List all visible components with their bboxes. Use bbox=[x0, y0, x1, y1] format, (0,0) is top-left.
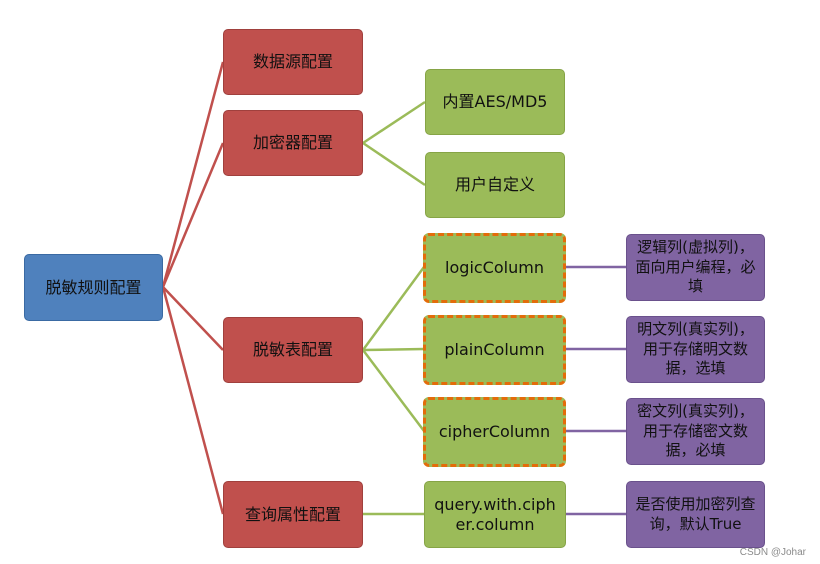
plain-column-note: 明文列(真实列)，用于存储明文数据，选填 bbox=[626, 316, 765, 383]
plain-column-label: plainColumn bbox=[444, 340, 545, 359]
user-defined-label: 用户自定义 bbox=[454, 175, 535, 194]
root-node: 脱敏规则配置 bbox=[24, 254, 163, 321]
cipher-column-note-text: 密文列(真实列)，用于存储密文数据，必填 bbox=[637, 402, 754, 460]
encryptor-config-label: 加密器配置 bbox=[252, 133, 333, 152]
logic-column-note-text: 逻辑列(虚拟列)，面向用户编程，必填 bbox=[635, 238, 756, 296]
logic-column-label: logicColumn bbox=[445, 258, 544, 277]
builtin-aes-md5-label: 内置AES/MD5 bbox=[442, 92, 548, 111]
query-note: 是否使用加密列查询，默认True bbox=[626, 481, 765, 548]
query-config-label: 查询属性配置 bbox=[244, 504, 341, 524]
encryptor-config-node: 加密器配置 bbox=[223, 110, 363, 176]
query-with-cipher-column-node: query.with.cipher.column bbox=[424, 481, 566, 548]
cipher-column-label: cipherColumn bbox=[438, 422, 551, 441]
table-config-label: 脱敏表配置 bbox=[252, 340, 333, 359]
logic-column-node: logicColumn bbox=[423, 233, 566, 303]
query-config-node: 查询属性配置 bbox=[223, 481, 363, 548]
connector-root-datasource bbox=[161, 61, 225, 288]
root-label: 脱敏规则配置 bbox=[45, 277, 142, 297]
connector-table-plain bbox=[362, 347, 425, 352]
query-with-cipher-column-label: query.with.cipher.column bbox=[434, 494, 556, 534]
builtin-aes-md5-node: 内置AES/MD5 bbox=[425, 69, 565, 135]
watermark: CSDN @Johar bbox=[739, 547, 806, 558]
plain-column-note-text: 明文列(真实列)，用于存储明文数据，选填 bbox=[637, 320, 754, 378]
cipher-column-node: cipherColumn bbox=[423, 397, 566, 467]
query-note-text: 是否使用加密列查询，默认True bbox=[635, 495, 756, 533]
connector-encryptor-aes bbox=[362, 100, 426, 145]
plain-column-node: plainColumn bbox=[423, 315, 566, 385]
connector-root-query bbox=[161, 286, 225, 515]
connector-root-table bbox=[162, 286, 224, 351]
table-config-node: 脱敏表配置 bbox=[223, 317, 363, 383]
datasource-config-label: 数据源配置 bbox=[252, 52, 333, 71]
connector-table-logic bbox=[361, 266, 426, 351]
connector-table-cipher bbox=[362, 349, 425, 432]
connector-root-encryptor bbox=[161, 142, 225, 288]
datasource-config-node: 数据源配置 bbox=[223, 29, 363, 95]
connector-encryptor-custom bbox=[362, 141, 426, 187]
cipher-column-note: 密文列(真实列)，用于存储密文数据，必填 bbox=[626, 398, 765, 465]
user-defined-node: 用户自定义 bbox=[425, 152, 565, 218]
logic-column-note: 逻辑列(虚拟列)，面向用户编程，必填 bbox=[626, 234, 765, 301]
